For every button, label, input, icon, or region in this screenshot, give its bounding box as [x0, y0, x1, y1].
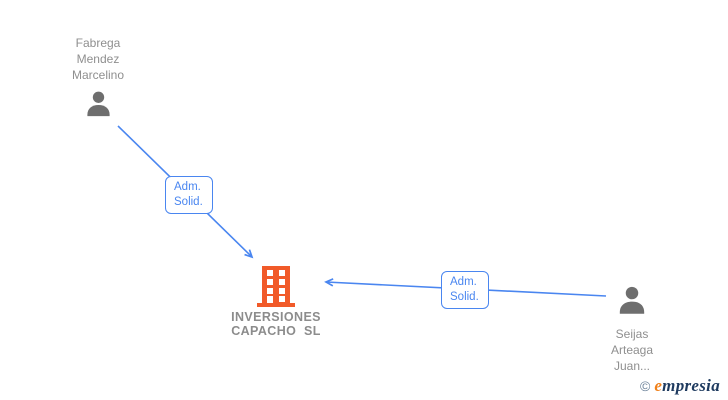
person-name: Fabrega Mendez Marcelino	[71, 36, 125, 82]
person-icon	[86, 91, 110, 117]
person-icon	[619, 286, 645, 314]
person-name: Seijas Arteaga Juan...	[610, 327, 654, 373]
node-company-inversiones-capacho[interactable]: INVERSIONES CAPACHO SL	[216, 266, 336, 338]
empresia-logo[interactable]: © empresia	[640, 376, 720, 396]
company-name: INVERSIONES CAPACHO SL	[231, 310, 321, 338]
node-person-fabrega[interactable]: Fabrega Mendez Marcelino	[50, 35, 146, 120]
building-icon	[257, 266, 295, 307]
brand-wordmark: empresia	[654, 376, 720, 395]
node-person-seijas[interactable]: Seijas Arteaga Juan...	[578, 284, 686, 374]
relationship-label-adm-solid-1: Adm. Solid.	[165, 176, 213, 214]
copyright-icon: ©	[639, 378, 651, 394]
relationship-label-adm-solid-2: Adm. Solid.	[441, 271, 489, 309]
